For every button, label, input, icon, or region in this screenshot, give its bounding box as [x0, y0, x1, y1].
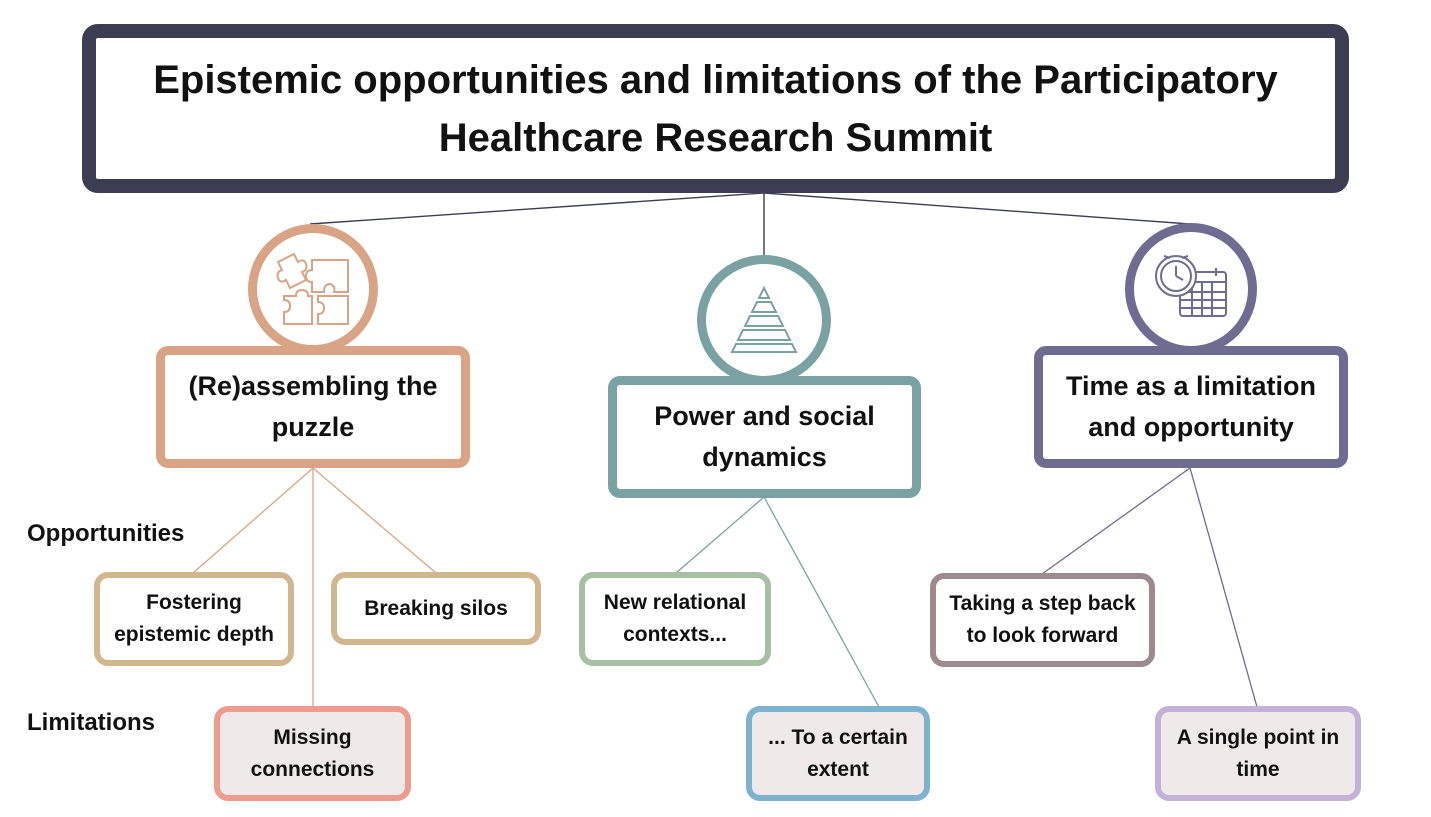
pyramid-icon-circle — [697, 255, 831, 385]
theme-label-power: Power and social dynamics — [654, 401, 875, 472]
limitation-missing-connections: Missing connections — [214, 706, 411, 801]
leaf-label: ... To a certain extent — [768, 725, 908, 781]
clock-calendar-icon — [1155, 255, 1227, 317]
theme-box-time: Time as a limitation and opportunity — [1034, 346, 1348, 468]
leaf-label: A single point in time — [1176, 725, 1340, 781]
opportunity-taking-a-step-back: Taking a step back to look forward — [930, 573, 1155, 667]
theme-label-time: Time as a limitation and opportunity — [1065, 371, 1317, 442]
limitation-single-point-in-time: A single point in time — [1155, 706, 1361, 801]
theme-box-puzzle: (Re)assembling the puzzle — [156, 346, 470, 468]
puzzle-icon-circle — [248, 224, 378, 354]
leaf-label: Fostering epistemic depth — [114, 591, 274, 646]
opportunity-breaking-silos: Breaking silos — [331, 572, 541, 645]
row-label-opportunities: Opportunities — [27, 520, 185, 547]
leaf-label: Breaking silos — [364, 596, 508, 620]
row-label-limitations: Limitations — [27, 709, 156, 736]
leaf-label: New relational contexts... — [603, 591, 747, 646]
limitation-to-a-certain-extent: ... To a certain extent — [746, 706, 930, 801]
diagram-title: Epistemic opportunities and limitations … — [153, 57, 1278, 160]
pyramid-icon — [730, 285, 798, 353]
leaf-label: Missing connections — [250, 725, 375, 781]
clock-calendar-icon-circle — [1125, 223, 1257, 355]
theme-box-power: Power and social dynamics — [608, 376, 921, 498]
opportunity-new-relational-contexts: New relational contexts... — [579, 572, 771, 666]
puzzle-icon — [276, 252, 349, 325]
title-box: Epistemic opportunities and limitations … — [82, 24, 1349, 193]
opportunity-fostering-epistemic-depth: Fostering epistemic depth — [94, 572, 294, 666]
leaf-label: Taking a step back to look forward — [949, 592, 1136, 647]
theme-label-puzzle: (Re)assembling the puzzle — [188, 371, 438, 442]
